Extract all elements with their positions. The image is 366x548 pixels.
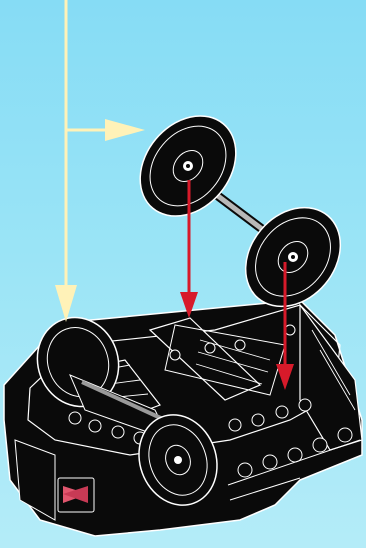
cream-arrow-right-icon	[105, 119, 145, 141]
wheel-axle-assembly	[120, 97, 359, 325]
callout-arrows	[55, 0, 145, 322]
cream-arrow-down-icon	[55, 285, 77, 322]
